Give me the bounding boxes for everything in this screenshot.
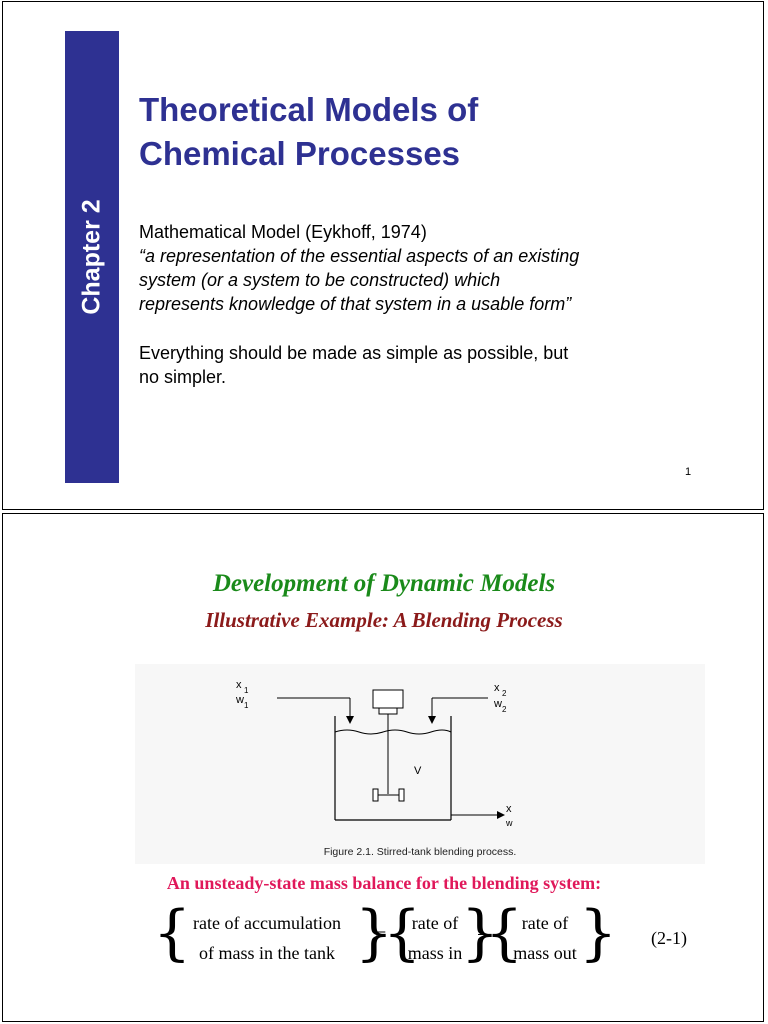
- outlet-arrow: [497, 811, 505, 819]
- right-brace: }: [461, 898, 500, 968]
- term1-line-2: of mass in the tank: [199, 943, 335, 963]
- minus-sign: −: [477, 924, 489, 946]
- label-volume: V: [414, 765, 422, 777]
- term3-line-2: mass out: [513, 943, 577, 963]
- label-x2: x: [494, 682, 500, 694]
- chapter-label: Chapter 2: [77, 199, 106, 315]
- label-w2: w: [493, 698, 502, 710]
- definition-heading: Mathematical Model (Eykhoff, 1974): [139, 222, 427, 242]
- inlet-1-arrow: [346, 716, 354, 724]
- mass-balance-heading: An unsteady-state mass balance for the b…: [166, 873, 602, 893]
- para-line-2: no simpler.: [139, 367, 227, 387]
- term-mass-out: { rate of mass out }: [485, 902, 617, 970]
- quote-line-2: system (or a system to be constructed) w…: [139, 270, 501, 290]
- label-w-out: w: [505, 818, 513, 828]
- title-line-1: Theoretical Models of: [139, 91, 479, 128]
- term2-line-1: rate of: [411, 913, 459, 933]
- para-line-1: Everything should be made as simple as p…: [139, 343, 569, 363]
- impeller-blade-right: [398, 788, 405, 802]
- section-heading: Development of Dynamic Models: [212, 570, 556, 597]
- equals-sign: =: [375, 924, 387, 946]
- left-brace: {: [383, 898, 422, 968]
- term2-line-2: mass in: [407, 943, 463, 963]
- left-brace: {: [153, 898, 192, 968]
- term3-line-1: rate of: [521, 913, 569, 933]
- inlet-2-arrow: [428, 716, 436, 724]
- label-x2-sub: 2: [502, 689, 507, 698]
- slide-1: Chapter 2 Theoretical Models of Chemical…: [2, 1, 764, 510]
- section-subheading: Illustrative Example: A Blending Process: [205, 608, 563, 632]
- label-x1-sub: 1: [244, 686, 249, 695]
- definition-block: Mathematical Model (Eykhoff, 1974) “a re…: [139, 220, 739, 316]
- stirred-tank-diagram: x 1 w 1 x 2 w 2 V x w: [235, 679, 513, 828]
- simplicity-paragraph: Everything should be made as simple as p…: [139, 341, 679, 389]
- term-mass-in: { rate of mass in }: [383, 902, 499, 970]
- figure-caption: Figure 2.1. Stirred-tank blending proces…: [323, 846, 517, 858]
- right-brace: }: [579, 898, 618, 968]
- term1-line-1: rate of accumulation: [193, 913, 341, 933]
- label-w1: w: [235, 694, 244, 706]
- left-brace: {: [485, 898, 524, 968]
- term-accumulation: { rate of accumulation of mass in the ta…: [153, 902, 393, 970]
- label-x1: x: [236, 679, 242, 691]
- quote-line-3: represents knowledge of that system in a…: [139, 294, 572, 314]
- chapter-sidebar: Chapter 2: [65, 31, 119, 483]
- blending-figure: x 1 w 1 x 2 w 2 V x w Figure 2.1. Stirre…: [135, 664, 705, 864]
- title-line-2: Chemical Processes: [139, 135, 461, 172]
- slide-title: Theoretical Models of Chemical Processes: [139, 88, 699, 176]
- label-w1-sub: 1: [244, 701, 249, 710]
- page-number: 1: [685, 466, 692, 478]
- impeller-blade-left: [372, 788, 379, 802]
- slide-2: Development of Dynamic Models Illustrati…: [2, 513, 764, 1022]
- label-x-out: x: [506, 803, 512, 815]
- quote-line-1: “a representation of the essential aspec…: [139, 246, 580, 266]
- right-brace: }: [355, 898, 394, 968]
- motor: [372, 689, 404, 709]
- label-w2-sub: 2: [502, 705, 507, 714]
- equation-number: (2-1): [651, 928, 687, 948]
